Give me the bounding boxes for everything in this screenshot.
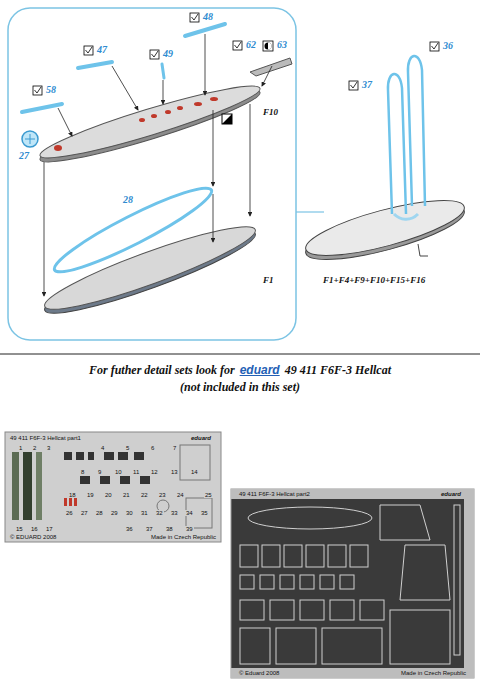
note-text: For futher detail sets look for bbox=[89, 364, 235, 376]
callout-number: 63 bbox=[276, 40, 288, 50]
leader-lines bbox=[44, 34, 272, 296]
fret-part-number: 22 bbox=[140, 492, 149, 498]
fret-part-number: 15 bbox=[15, 526, 24, 532]
note-text: (not included in this set) bbox=[180, 381, 300, 393]
fret-part1 bbox=[5, 432, 221, 542]
fret-part-number: 6 bbox=[150, 445, 155, 451]
note-line: For futher detail sets look for eduard 49 … bbox=[0, 364, 480, 376]
fret-part-number: 25 bbox=[204, 492, 213, 498]
fret-part-number: 16 bbox=[30, 526, 39, 532]
callout-number: 49 bbox=[162, 49, 174, 59]
check-icons bbox=[33, 13, 439, 95]
fret-title: 49 411 F6F-3 Hellcat part1 bbox=[9, 435, 82, 441]
fret-part-number: 28 bbox=[95, 510, 104, 516]
fret-part-number: 32 bbox=[155, 510, 164, 516]
fret-part2 bbox=[231, 489, 474, 678]
fret-part-number: 10 bbox=[114, 469, 123, 475]
callout-number: 27 bbox=[18, 151, 30, 161]
fret-part-number: 3 bbox=[46, 445, 51, 451]
origin-note: Made in Czech Republic bbox=[400, 670, 467, 676]
copyright: © Eduard 2008 bbox=[238, 670, 280, 676]
seat-belts bbox=[388, 56, 425, 214]
fret-part-number: 11 bbox=[132, 469, 140, 475]
fret-part-number: 35 bbox=[200, 510, 209, 516]
fret-part-number: 30 bbox=[125, 510, 134, 516]
fret-part-number: 5 bbox=[125, 445, 130, 451]
fret-part-number: 38 bbox=[165, 526, 174, 532]
bend-symbol bbox=[263, 41, 273, 51]
step-panel bbox=[8, 8, 296, 340]
fret-part-number: 19 bbox=[86, 492, 95, 498]
fret-part-number: 18 bbox=[68, 492, 77, 498]
fret-part-number: 33 bbox=[170, 510, 179, 516]
part-f10 bbox=[36, 76, 264, 168]
fret-part-number: 4 bbox=[100, 445, 105, 451]
callout-number: 28 bbox=[122, 195, 134, 205]
paint-symbol bbox=[222, 114, 232, 124]
fret-part-number: 8 bbox=[80, 469, 85, 475]
etched-part bbox=[22, 104, 62, 112]
etched-part bbox=[162, 64, 164, 78]
etched-part bbox=[22, 131, 38, 147]
part-f1 bbox=[39, 215, 260, 322]
panel-link bbox=[296, 211, 324, 212]
fret-part-number: 12 bbox=[150, 469, 159, 475]
assembly-label: F1+F4+F9+F10+F15+F16 bbox=[322, 276, 426, 285]
fret-part-number: 34 bbox=[185, 510, 194, 516]
origin-note: Made in Czech Republic bbox=[150, 534, 217, 540]
callout-number: 62 bbox=[245, 40, 257, 50]
fret-part-number: 1 bbox=[18, 445, 23, 451]
fret-part-number: 13 bbox=[170, 469, 179, 475]
fret-brand: eduard bbox=[440, 491, 462, 497]
note-line: (not included in this set) bbox=[0, 381, 480, 393]
assembly-leg bbox=[418, 244, 428, 256]
fret-part-number: 29 bbox=[110, 510, 119, 516]
fret-title: 49 411 F6F-3 Hellcat part2 bbox=[238, 491, 311, 497]
callout-number: 58 bbox=[45, 85, 57, 95]
callout-number: 36 bbox=[442, 41, 454, 51]
fret-part-number: 23 bbox=[158, 492, 167, 498]
fret-part-number: 27 bbox=[80, 510, 89, 516]
fret-part-number: 7 bbox=[172, 445, 177, 451]
fret-part-number: 21 bbox=[122, 492, 131, 498]
callout-number: 48 bbox=[202, 12, 214, 22]
fret-part-number: 20 bbox=[104, 492, 113, 498]
fret-part-number: 37 bbox=[145, 526, 154, 532]
part-label: F10 bbox=[262, 108, 279, 117]
fret-part-number: 17 bbox=[45, 526, 54, 532]
part-label: F1 bbox=[262, 276, 275, 285]
fret-part-number: 39 bbox=[185, 526, 194, 532]
note-text: 49 411 F6F-3 Hellcat bbox=[285, 364, 391, 376]
etched-part bbox=[78, 62, 112, 68]
callout-number: 37 bbox=[361, 80, 373, 90]
fret-part-number: 36 bbox=[125, 526, 134, 532]
fret-part-number: 2 bbox=[32, 445, 37, 451]
etched-part bbox=[250, 58, 292, 76]
fret-part-number: 14 bbox=[190, 469, 199, 475]
assembly-part bbox=[301, 189, 469, 266]
separator bbox=[0, 354, 480, 355]
copyright: © EDUARD 2008 bbox=[9, 534, 57, 540]
callout-number: 47 bbox=[96, 45, 108, 55]
fret-part-number: 26 bbox=[65, 510, 74, 516]
fret-part-number: 24 bbox=[176, 492, 185, 498]
mount-holes bbox=[54, 97, 218, 151]
fret-part-number: 9 bbox=[97, 469, 102, 475]
fret-brand: eduard bbox=[190, 435, 212, 441]
brand-logo: eduard bbox=[240, 364, 280, 376]
fret-part-number: 31 bbox=[140, 510, 149, 516]
